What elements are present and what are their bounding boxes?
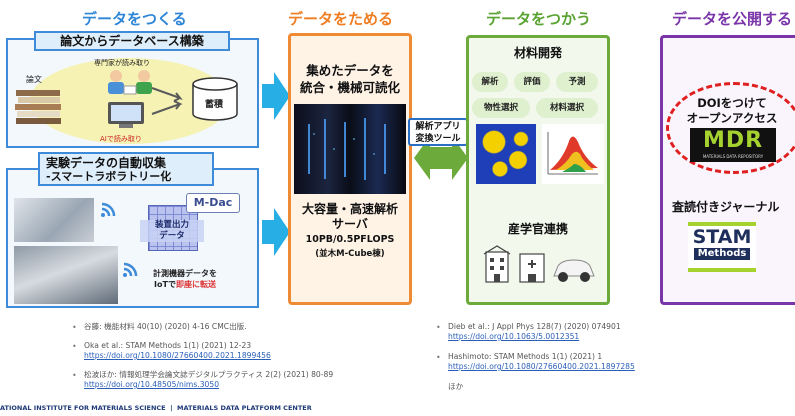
ref-left-3-text: 松波ほか: 情報処理学会論文誌デジタルプラクティス 2(2) (2021) 80… — [84, 370, 334, 379]
ref-more: ほか — [448, 382, 464, 391]
ref-right-2-text: Hashimoto: STAM Methods 1(1) (2021) 1 — [448, 352, 603, 361]
expert-label: 専門家が読み取り — [94, 59, 150, 67]
storage-cylinder-icon — [190, 76, 240, 122]
tag-analysis: 解析 — [472, 72, 508, 92]
stage-title-publish: データを公開する — [672, 10, 793, 28]
ref-left-3-link[interactable]: https://doi.org/10.48505/nims.3050 — [84, 380, 220, 389]
tag-evaluation: 評価 — [514, 72, 550, 92]
stam-logo: STAM Methods — [688, 222, 756, 272]
stam-logo-text: STAM — [692, 226, 752, 248]
arrow-create-to-store-bottom — [262, 208, 290, 256]
materials-dev-title: 材料開発 — [513, 46, 562, 60]
ref-right-2-link[interactable]: https://doi.org/10.1080/27660400.2021.18… — [448, 362, 635, 371]
collab-label: 産学官連携 — [507, 222, 568, 236]
db-build-title: 論文からデータベース構築 — [34, 31, 230, 51]
ref-left-2: Oka et al.: STAM Methods 1(1) (2021) 12-… — [84, 341, 271, 361]
ref-right-2: Hashimoto: STAM Methods 1(1) (2021) 1 ht… — [448, 352, 635, 372]
factory-icon — [518, 250, 546, 284]
stage-title-use: データをつかう — [486, 10, 592, 28]
paper-label: 論文 — [26, 75, 42, 84]
arrow-create-to-store-top — [262, 72, 290, 120]
ref-bullet: • — [436, 353, 441, 362]
stage-title-create: データをつくる — [82, 10, 187, 28]
app-line1: 解析アプリ — [415, 122, 461, 132]
to-storage-arrows — [150, 80, 190, 120]
paper-stack-icon — [14, 86, 64, 126]
ref-bullet: • — [72, 342, 77, 351]
building-icon — [482, 244, 512, 284]
auto-collect-title-line2: -スマートラボラトリー化 — [46, 170, 172, 183]
instrument-label: 計測機器データを IoTで即座に転送 — [140, 268, 230, 290]
doi-line2: オープンアクセス — [686, 111, 778, 125]
store-line2: 統合・機械可読化 — [299, 80, 400, 95]
open-access-highlight — [666, 82, 795, 174]
double-arrow-store-use — [414, 136, 468, 180]
ref-bullet: • — [72, 323, 77, 332]
ref-left-2-link[interactable]: https://doi.org/10.1080/27660400.2021.18… — [84, 351, 271, 360]
auto-collect-title-line1: 実験データの自動収集 — [46, 156, 167, 170]
lab-photo-top — [14, 198, 94, 242]
storage-label: 蓄積 — [205, 100, 224, 110]
mdac-logo: M-Dac — [186, 193, 240, 213]
ref-bullet: • — [72, 371, 77, 380]
server-location: (並木M-Cube棟) — [315, 249, 385, 259]
server-capacity: 10PB/0.5PFLOPS — [305, 234, 395, 245]
ref-right-1-link[interactable]: https://doi.org/10.1063/5.0012351 — [448, 332, 580, 341]
doi-line1: DOIをつけて — [697, 96, 767, 110]
device-output-line2: データ — [159, 231, 185, 241]
ref-right-1-text: Dieb et al.: J Appl Phys 128(7) (2020) 0… — [448, 322, 621, 331]
ref-left-3: 松波ほか: 情報処理学会論文誌デジタルプラクティス 2(2) (2021) 80… — [84, 370, 333, 390]
server-spec: 大容量・高速解析 サーバ 10PB/0.5PFLOPS (並木M-Cube棟) — [288, 202, 412, 262]
wifi-icon — [98, 198, 120, 220]
tag-prediction: 予測 — [556, 72, 598, 92]
auto-collect-title: 実験データの自動収集 -スマートラボラトリー化 — [38, 152, 214, 186]
device-output-line1: 装置出力 — [154, 220, 189, 230]
journal-label: 査読付きジャーナル — [672, 200, 780, 214]
ai-computer-icon — [104, 100, 148, 130]
ref-left-1-text: 谷藤: 機能材料 40(10) (2020) 4-16 CMC出版. — [84, 322, 247, 331]
instrument-line2b: 即座に転送 — [175, 280, 216, 289]
mdr-logo-text: MDR — [702, 128, 764, 153]
mdr-logo-sub: MATERIALS DATA REPOSITORY — [702, 154, 764, 159]
store-line1: 集めたデータを — [306, 63, 394, 78]
tag-material-select: 材料選択 — [536, 98, 598, 118]
server-line1: 大容量・高速解析 — [301, 202, 398, 216]
instrument-line1: 計測機器データを — [153, 269, 217, 278]
car-icon — [550, 256, 598, 284]
ref-left-1: 谷藤: 機能材料 40(10) (2020) 4-16 CMC出版. — [84, 322, 247, 332]
stam-logo-sub: Methods — [694, 248, 750, 260]
surface-plot-image — [542, 124, 604, 184]
app-line2: 変換ツール — [415, 134, 461, 144]
device-output-label: 装置出力 データ — [140, 220, 204, 242]
analysis-app-label: 解析アプリ 変換ツール — [408, 118, 468, 146]
expert-people-icon — [104, 68, 160, 96]
mdr-logo: MDR MATERIALS DATA REPOSITORY — [690, 128, 776, 162]
footer-text: ATIONAL INSTITUTE FOR MATERIALS SCIENCE … — [0, 404, 312, 412]
server-room-photo — [294, 104, 406, 194]
ref-right-1: Dieb et al.: J Appl Phys 128(7) (2020) 0… — [448, 322, 621, 342]
ref-left-2-text: Oka et al.: STAM Methods 1(1) (2021) 12-… — [84, 341, 252, 350]
stage-title-store: データをためる — [288, 10, 394, 28]
doi-text: DOIをつけて オープンアクセス — [670, 96, 794, 126]
lab-photo-bottom — [14, 246, 118, 304]
server-line2: サーバ — [332, 217, 368, 231]
store-heading: 集めたデータを 統合・機械可読化 — [288, 62, 412, 96]
wifi-icon — [120, 258, 142, 280]
microstructure-image — [476, 124, 536, 184]
ai-label: AIで読み取り — [100, 135, 142, 143]
instrument-line2a: IoTで — [154, 280, 176, 289]
tag-property-select: 物性選択 — [472, 98, 530, 118]
ref-bullet: • — [436, 323, 441, 332]
